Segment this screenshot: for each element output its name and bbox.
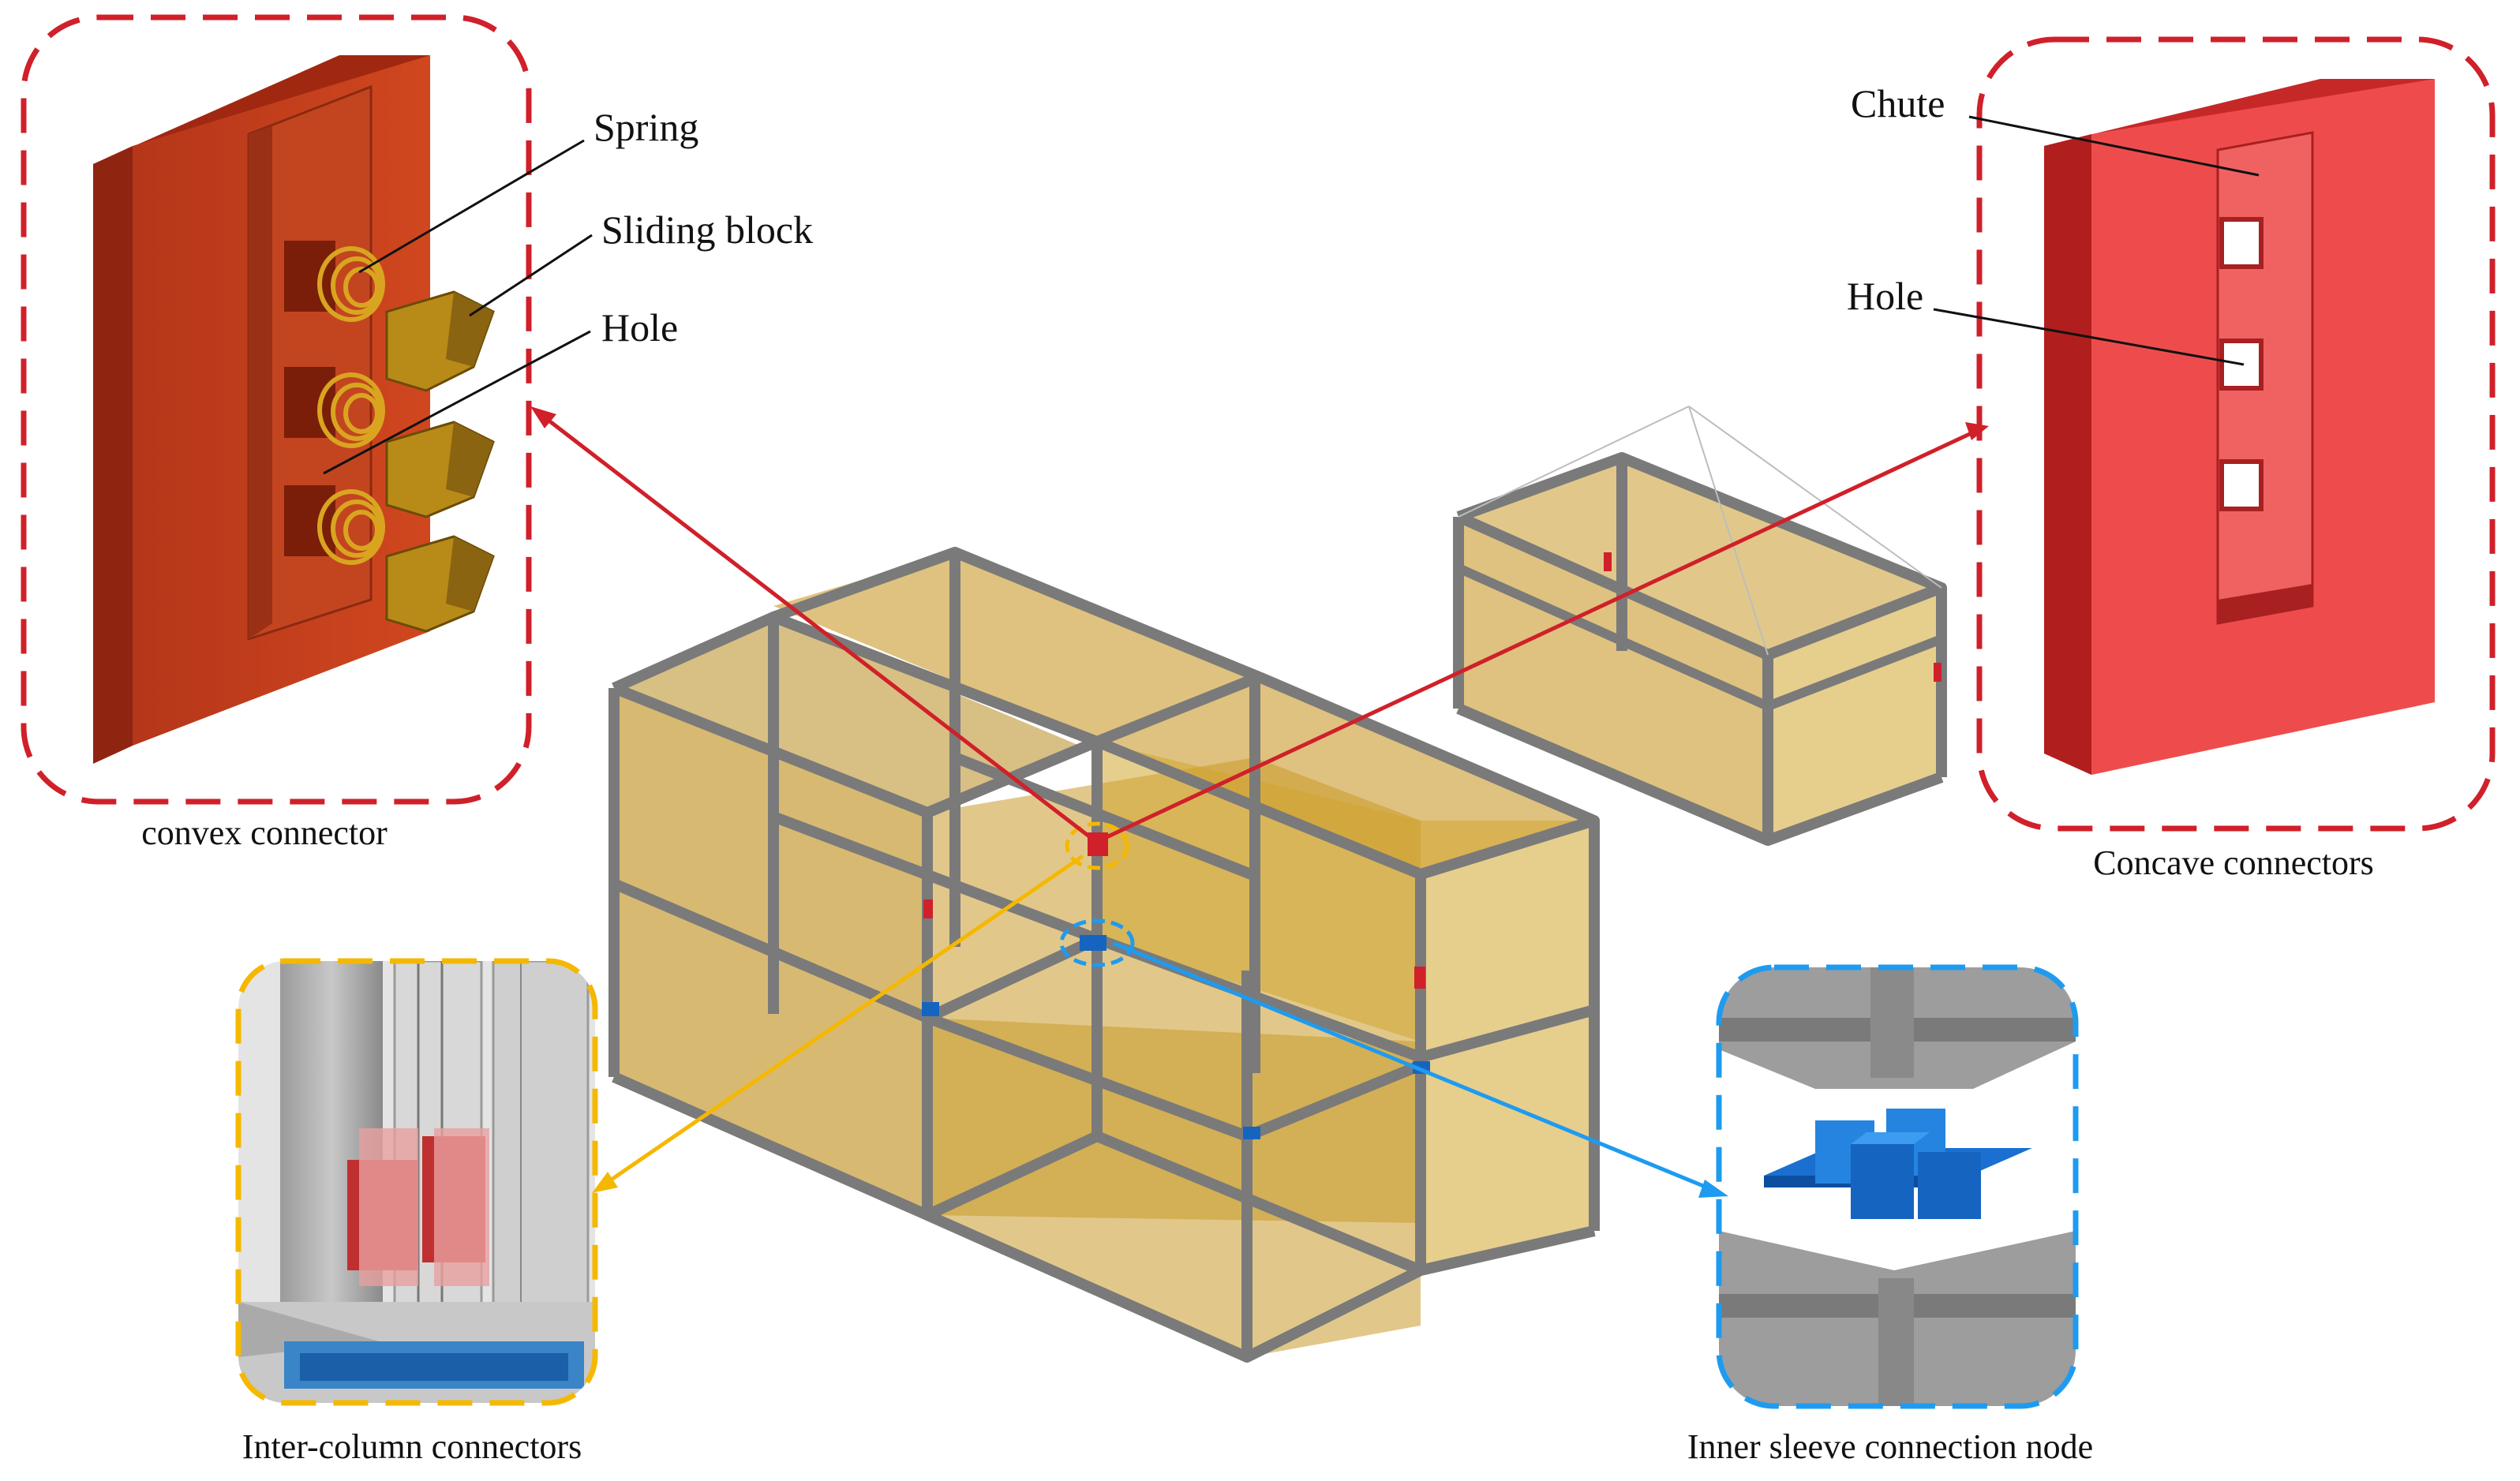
module-back-upper [773, 552, 1594, 874]
spring-icon [317, 246, 385, 565]
sleeve-block-front-right [1918, 1152, 1981, 1219]
concave-connector-panel: Chute Hole Concave connectors [1847, 36, 2496, 882]
sleeve-block-front-left [1851, 1144, 1914, 1219]
highlight-sleeve-node [1059, 918, 1135, 967]
inner-sleeve-panel: Inner sleeve connection node [1687, 964, 2093, 1466]
convex-panel-frame [21, 14, 532, 805]
caption-concave-connectors: Concave connectors [2093, 843, 2374, 882]
label-hole-right: Hole [1847, 274, 1923, 318]
label-sliding-block: Sliding block [601, 208, 813, 252]
lifting-cables [1458, 406, 1942, 656]
highlight-convex-node [1065, 821, 1129, 870]
inter-column-panel: Inter-column connectors [235, 958, 598, 1466]
callout-arrows [530, 406, 1989, 1198]
concave-connector-body [2044, 79, 2435, 775]
concave-panel-frame [1976, 36, 2496, 832]
sliding-block-icon [385, 290, 495, 633]
label-spring: Spring [593, 105, 698, 149]
convex-connector-panel: Spring Sliding block Hole convex connect… [21, 14, 813, 852]
inner-sleeve-panel-frame [1716, 964, 2079, 1409]
convex-connector-body [93, 55, 430, 764]
caption-inner-sleeve-connection-node: Inner sleeve connection node [1687, 1427, 2093, 1466]
inter-column-panel-frame [235, 958, 598, 1406]
connector-markers [922, 552, 1941, 1139]
modular-structure [608, 547, 1600, 1363]
label-hole-left: Hole [601, 305, 678, 350]
caption-convex-connector: convex connector [141, 813, 388, 852]
detached-module [1453, 452, 1947, 846]
label-chute: Chute [1851, 81, 1945, 125]
caption-inter-column-connectors: Inter-column connectors [242, 1427, 582, 1466]
